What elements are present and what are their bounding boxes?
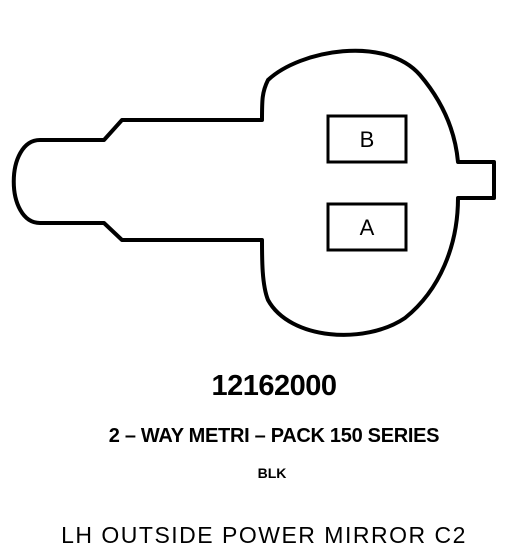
connector-housing: [11, 48, 496, 337]
part-number: 12162000: [211, 370, 337, 402]
pin-cavity-a: [326, 202, 408, 252]
pin-label-a: A: [360, 215, 375, 240]
pin-cavity-b: [326, 114, 408, 164]
connector-caption: LH OUTSIDE POWER MIRROR C2: [61, 522, 467, 548]
pin-label-b: B: [360, 127, 375, 152]
color-label: BLK: [257, 465, 287, 481]
series-label: 2 – WAY METRI – PACK 150 SERIES: [108, 425, 440, 447]
